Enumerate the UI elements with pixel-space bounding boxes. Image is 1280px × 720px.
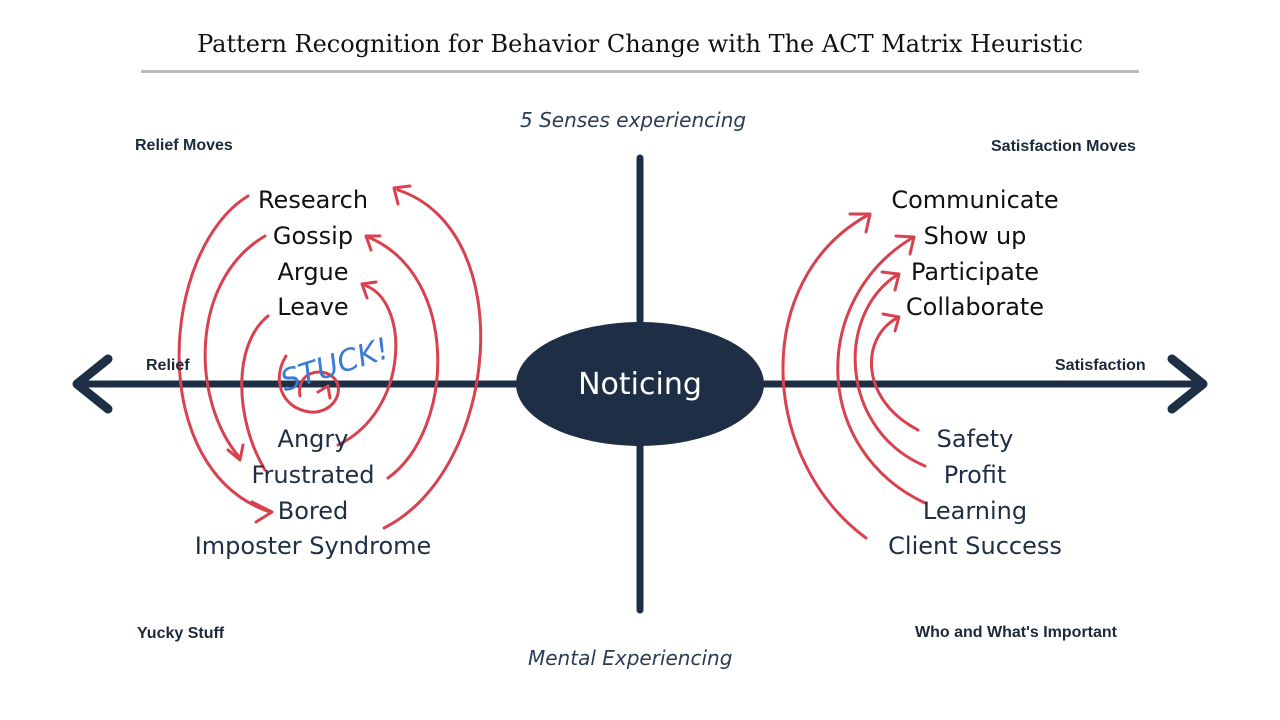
loop-inner-right [336,283,398,447]
satisfaction-move-item: Participate [910,258,1040,286]
left-arrowhead [72,354,113,414]
arc-1-head [848,212,872,234]
important-item: Client Success [888,532,1062,560]
yucky-stuff-item: Frustrated [251,461,375,489]
noticing-label: Noticing [578,366,702,402]
arc-2 [836,236,927,505]
satisfaction-move-item: Communicate [891,186,1059,214]
important-item: Profit [943,461,1007,489]
stuck-annotation: STUCK! [276,331,393,399]
page-title: Pattern Recognition for Behavior Change … [197,30,1083,58]
corner-yucky-stuff: Yucky Stuff [137,625,225,642]
arc-2-head [894,234,916,256]
relief-move-item: Research [257,186,369,214]
relief-move-item: Leave [277,293,349,321]
axis-bottom-label: Mental Experiencing [528,646,733,670]
relief-move-item: Gossip [272,222,354,250]
spiral [277,354,340,414]
important-item: Learning [922,497,1028,525]
loop-outer-left [177,194,272,514]
yucky-stuff-item: Angry [277,425,349,453]
loop-inner-left [240,314,270,472]
corner-who-and-what: Who and What's Important [915,624,1118,641]
loop-mid-left-head [226,443,245,462]
title-divider [141,70,1139,73]
arc-3-head [880,270,901,292]
right-arrowhead [1167,354,1208,414]
loop-inner-right-head [360,280,378,300]
loop-mid-right [366,235,440,480]
arc-3 [853,273,927,468]
important-item: Safety [936,425,1014,453]
yucky-stuff-item: Bored [277,497,349,525]
loop-outer-right [382,188,483,530]
yucky-stuff-item: Imposter Syndrome [194,532,432,560]
spiral-head [316,384,332,400]
corner-satisfaction-moves: Satisfaction Moves [991,138,1136,155]
arc-1 [781,213,870,540]
relief-arrows [177,184,483,530]
loop-outer-right-head [392,184,412,206]
corner-relief-moves: Relief Moves [135,137,233,154]
loop-mid-right-head [364,234,382,252]
noticing-center: Noticing [516,322,764,446]
arc-4 [869,316,920,432]
satisfaction-arrows [781,212,927,540]
axis-left-label: Relief [146,357,190,374]
satisfaction-move-item: Show up [923,222,1027,250]
arc-4-head [881,312,901,333]
axis-top-label: 5 Senses experiencing [520,108,747,132]
satisfaction-move-item: Collaborate [905,293,1045,321]
relief-move-item: Argue [277,258,349,286]
loop-mid-left [203,234,267,460]
loop-outer-left-head [250,500,274,524]
axis-right-label: Satisfaction [1055,357,1146,374]
